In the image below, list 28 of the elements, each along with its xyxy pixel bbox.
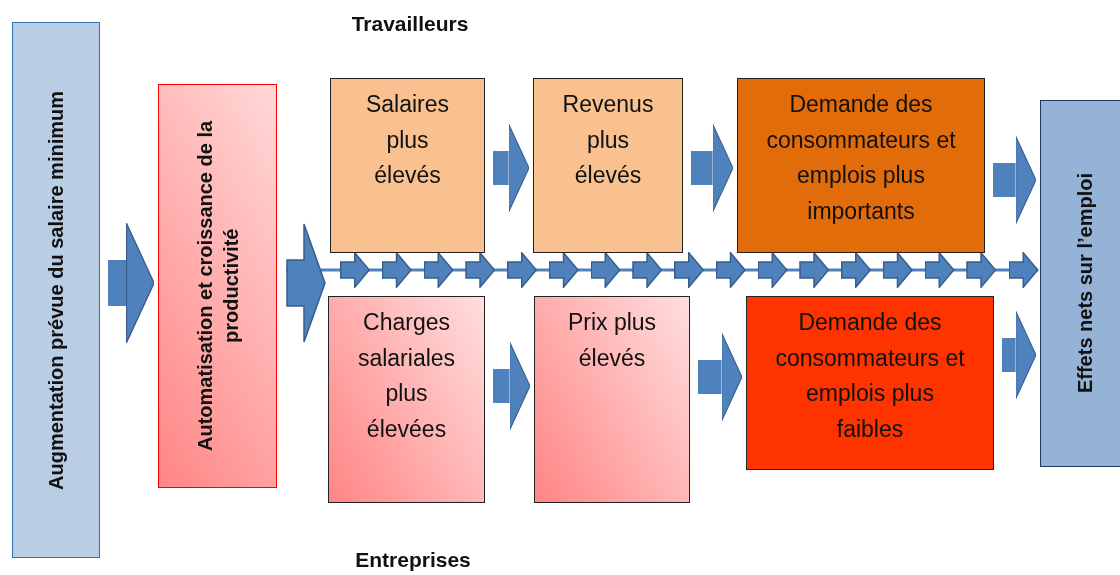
block-arrow xyxy=(108,222,155,344)
process-box xyxy=(746,296,994,470)
chevron-arrow-chain xyxy=(286,223,1039,343)
block-arrow xyxy=(493,123,530,213)
vertical-box xyxy=(1040,100,1120,467)
process-box xyxy=(737,78,985,253)
block-arrow xyxy=(493,341,531,431)
box-text: Salaires plus élevés xyxy=(364,90,451,191)
box-text: Automatisation et croissance de la productivité xyxy=(192,119,243,454)
box-text: Demande des consommateurs et emplois plus faibles xyxy=(774,308,966,444)
process-box xyxy=(533,78,683,253)
process-box xyxy=(328,296,485,503)
box-text: Prix plus élevés xyxy=(566,308,658,373)
block-arrow xyxy=(691,123,734,213)
block-arrow xyxy=(698,332,743,422)
vertical-box xyxy=(12,22,100,558)
box-text: Revenus plus élevés xyxy=(561,90,655,191)
row-heading: Entreprises xyxy=(355,548,471,572)
box-text: Effets nets sur l’emploi xyxy=(1073,172,1097,396)
process-box xyxy=(330,78,485,253)
box-text: Demande des consommateurs et emplois plus importants xyxy=(765,90,957,226)
box-text: Augmentation prévue du salaire minimum xyxy=(44,89,68,492)
block-arrow xyxy=(993,135,1037,225)
box-text: Charges salariales plus élevées xyxy=(356,308,457,444)
process-box xyxy=(534,296,690,503)
vertical-box xyxy=(158,84,277,488)
block-arrow xyxy=(1002,310,1037,400)
row-heading: Travailleurs xyxy=(351,12,469,36)
